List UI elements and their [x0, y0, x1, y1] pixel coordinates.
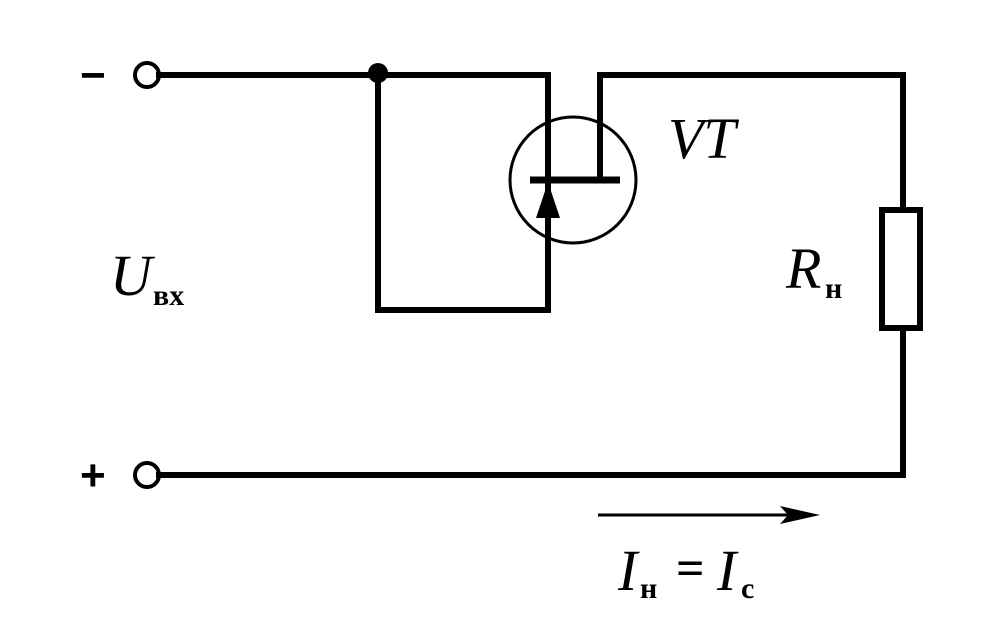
- top-wire-to-source: [156, 72, 551, 183]
- drain-wire: [597, 72, 906, 213]
- input-voltage-label: U: [110, 243, 156, 308]
- minus-sign: −: [80, 51, 106, 100]
- drain-current-subscript: с: [741, 572, 754, 605]
- load-resistor-subscript: н: [825, 272, 842, 305]
- equals-sign: =: [676, 540, 705, 596]
- input-voltage-subscript: вх: [153, 279, 184, 312]
- current-arrow-head-icon: [780, 506, 820, 524]
- return-wire: [156, 325, 906, 478]
- drain-current-label: I: [716, 538, 739, 603]
- load-resistor: [879, 207, 923, 331]
- gate-loop-wire: [375, 72, 551, 313]
- junction-dot: [368, 63, 388, 83]
- load-current-label: I: [617, 538, 640, 603]
- bottom-terminal: [133, 461, 161, 489]
- plus-sign: +: [80, 451, 106, 500]
- top-terminal: [133, 61, 161, 89]
- transistor-label: VT: [668, 106, 739, 171]
- load-resistor-label: R: [785, 236, 821, 301]
- transistor-envelope: [508, 115, 638, 245]
- gate-arrow-icon: [536, 182, 560, 218]
- load-current-subscript: н: [640, 572, 657, 605]
- jfet-transistor: [508, 72, 906, 245]
